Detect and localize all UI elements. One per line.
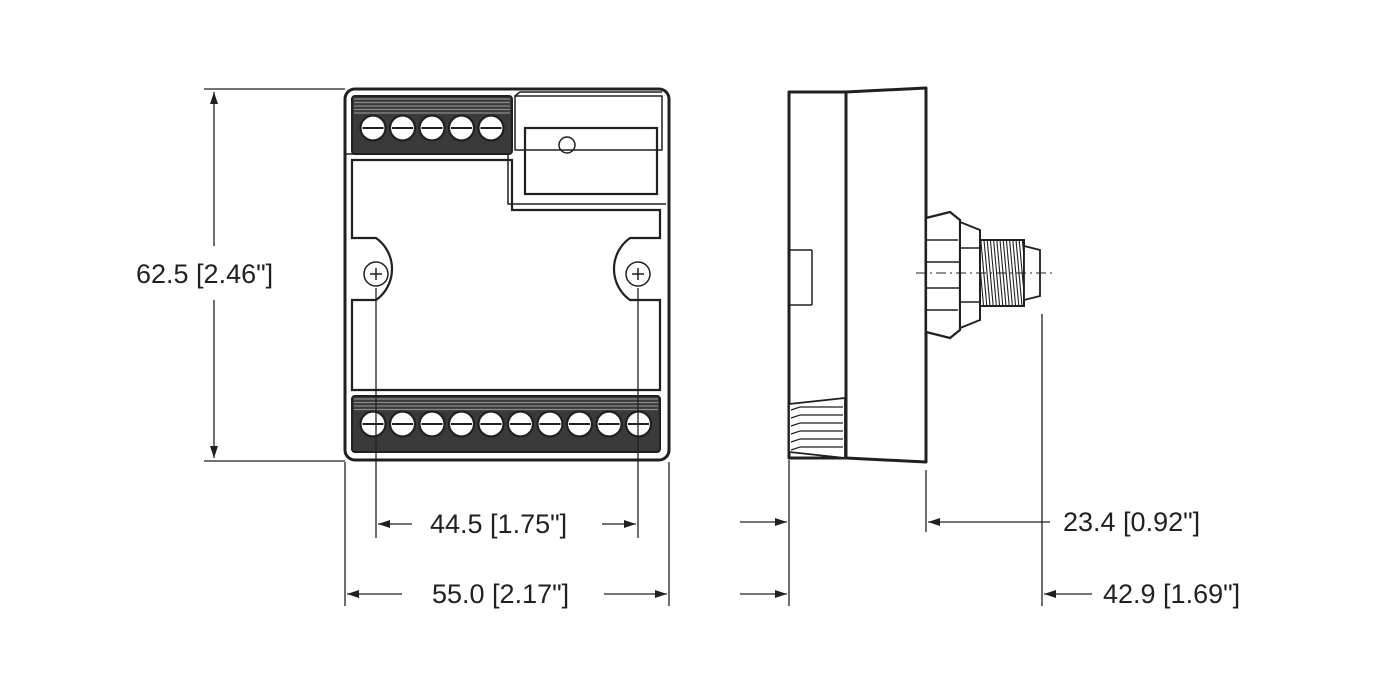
dimension-lines: [204, 88, 1092, 606]
terminal-screw: [447, 114, 476, 142]
cover-profile: [350, 158, 662, 392]
terminal-screw: [359, 410, 387, 438]
body-depth-dimension-label: 23.4 [0.92"]: [1063, 507, 1200, 537]
hole-spacing-dimension-label: 44.5 [1.75"]: [430, 509, 567, 539]
label-window-outline: [514, 91, 662, 97]
terminal-screw: [595, 410, 623, 438]
thread-line: [989, 240, 997, 306]
thread-line: [983, 240, 991, 306]
side-plug-rib: [790, 414, 843, 419]
terminal-screw: [506, 410, 535, 438]
side-cover-outline: [844, 86, 928, 464]
thread-line: [1002, 240, 1010, 306]
terminal-screw: [477, 114, 505, 142]
thread-line: [1005, 240, 1013, 306]
side-view: [787, 86, 1052, 464]
terminal-screw: [447, 410, 476, 438]
side-plug-rib: [790, 446, 843, 451]
top-terminal-ribs: [354, 98, 510, 114]
height-dimension-label: 62.5 [2.46"]: [136, 259, 273, 289]
terminal-screw: [536, 410, 564, 438]
side-plug-rib: [790, 438, 843, 443]
label-area: [514, 95, 663, 151]
thread-line: [1009, 240, 1017, 306]
width-dimension-label: 55.0 [2.17"]: [432, 579, 569, 609]
mounting-screw-left: [363, 261, 389, 287]
thread-line: [1012, 240, 1020, 306]
bottom-terminal-ribs: [354, 398, 658, 411]
front-view: [343, 87, 671, 462]
terminal-screw: [418, 114, 446, 142]
total-depth-dimension-label: 42.9 [1.69"]: [1103, 579, 1240, 609]
connector-nut: [924, 210, 981, 340]
side-terminal-ribs: [790, 406, 843, 451]
terminal-screw: [388, 410, 417, 438]
cover-inner-line: [346, 153, 666, 205]
top-terminals: [359, 114, 505, 142]
terminal-screw: [418, 410, 446, 438]
mounting-screw-right: [625, 261, 651, 287]
terminal-screw: [388, 114, 417, 142]
side-plug-rib: [790, 406, 843, 411]
side-plug-rib: [790, 422, 843, 427]
side-terminal-plug: [788, 396, 846, 460]
housing-outline: [343, 87, 671, 462]
terminal-screw: [477, 410, 505, 438]
label-window: [523, 126, 659, 196]
terminal-screw: [565, 410, 594, 438]
side-plug-rib: [790, 430, 843, 435]
led-indicator: [558, 136, 576, 154]
terminal-screw: [359, 114, 387, 142]
